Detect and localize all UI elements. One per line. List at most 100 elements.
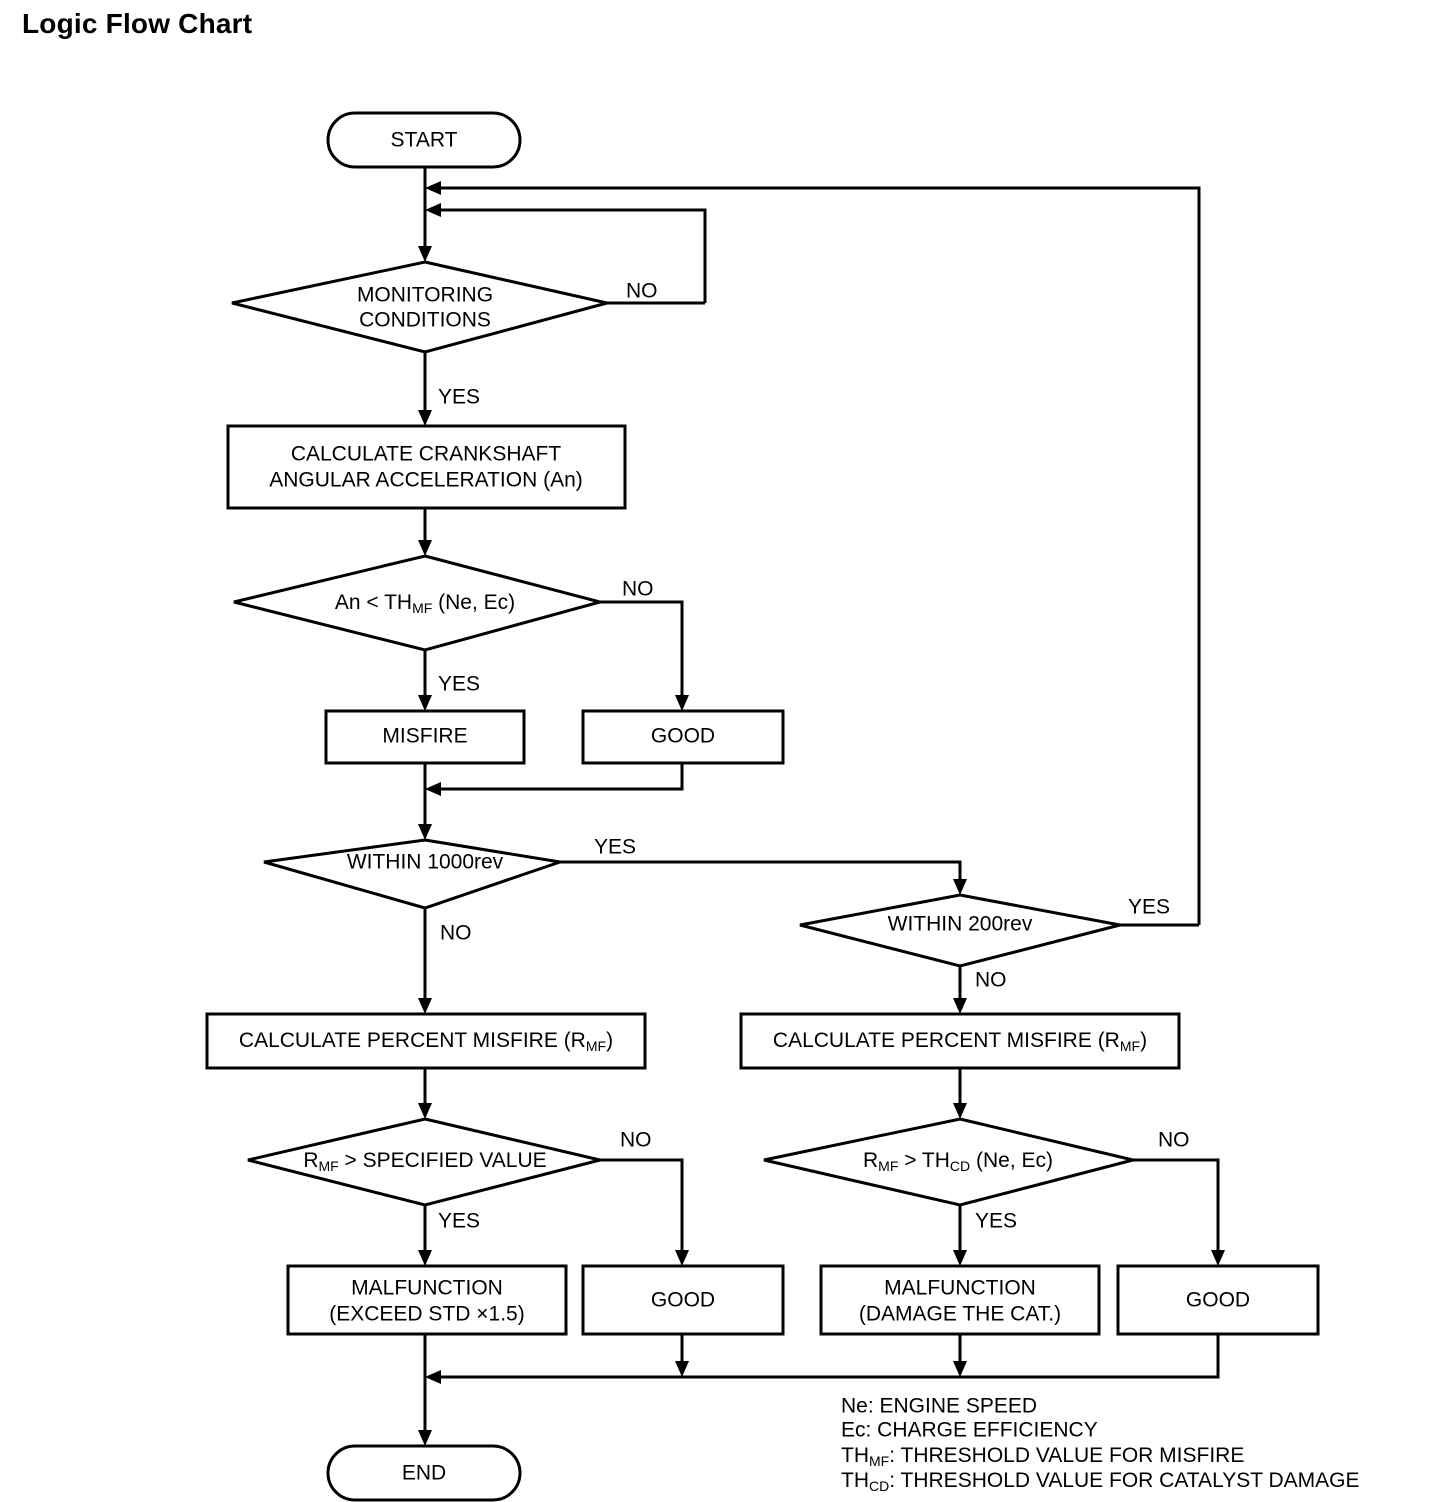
legend-thcd-sub: CD	[869, 1478, 889, 1494]
node-good-1	[581, 709, 785, 765]
calc-pct-left-sub: MF	[586, 1038, 606, 1054]
edge-good1-merge	[437, 763, 684, 791]
node-calculate-percent-misfire-left	[205, 1012, 647, 1070]
edge-monitoring-no-return	[437, 208, 707, 303]
arrowhead-rmfspec-in	[418, 1103, 432, 1119]
edge-an-no	[600, 600, 684, 700]
edge-label-rmfspec-no: NO	[620, 1129, 652, 1152]
rmf-cd-pre: R	[863, 1149, 878, 1172]
arrowhead-malfstd-in	[418, 1250, 432, 1266]
edge-within1000-yes	[560, 860, 962, 884]
arrowhead-good2-in	[675, 1250, 689, 1266]
node-malfunction-std-line1: MALFUNCTION	[351, 1277, 503, 1300]
node-monitoring-label-line1: MONITORING	[357, 284, 493, 307]
legend-thmf-post: : THRESHOLD VALUE FOR MISFIRE	[889, 1444, 1244, 1467]
arrowhead-within200-in	[953, 879, 967, 895]
node-misfire-label: MISFIRE	[382, 725, 467, 748]
legend-thmf-pre: TH	[841, 1444, 869, 1467]
edge-rmfspec-no	[600, 1158, 684, 1255]
arrowhead-return-short	[425, 203, 441, 217]
edge-label-within1000-no: NO	[440, 922, 472, 945]
edge-label-within1000-yes: YES	[594, 836, 636, 859]
rmf-spec-post: > SPECIFIED VALUE	[339, 1149, 547, 1172]
node-calculate-crankshaft	[226, 424, 627, 510]
calc-pct-left-post: )	[606, 1029, 613, 1052]
edge-label-within200-no: NO	[975, 969, 1007, 992]
node-within-200rev-label: WITHIN 200rev	[888, 913, 1033, 936]
edge-label-monitoring-no: NO	[626, 280, 658, 303]
node-an-lt-thmf-label: An < THMF (Ne, Ec)	[335, 591, 515, 616]
edge-good3-merge	[437, 1334, 1220, 1379]
calc-pct-left-pre: CALCULATE PERCENT MISFIRE (R	[239, 1029, 586, 1052]
node-rmf-gt-specified-value	[247, 1117, 601, 1207]
rmf-spec-pre: R	[303, 1149, 318, 1172]
arrowhead-malfcat-in	[953, 1250, 967, 1266]
node-within-1000rev	[263, 838, 561, 910]
node-malfunction-damage-cat	[819, 1264, 1101, 1336]
rmf-cd-mid: > TH	[898, 1149, 950, 1172]
arrowhead-misfire-in	[418, 695, 432, 711]
node-calc-pct-left-label: CALCULATE PERCENT MISFIRE (RMF)	[239, 1029, 613, 1054]
arrowhead-calcpctright-in	[953, 998, 967, 1014]
legend-line-thcd: THCD: THRESHOLD VALUE FOR CATALYST DAMAG…	[841, 1469, 1360, 1494]
node-within-1000rev-label: WITHIN 1000rev	[347, 851, 504, 874]
node-malfunction-exceed-std	[286, 1264, 568, 1336]
rmf-cd-sub: MF	[878, 1158, 898, 1174]
edge-label-rmfcd-yes: YES	[975, 1210, 1017, 1233]
an-lt-thmf-sub: MF	[412, 600, 432, 616]
an-lt-thmf-post: (Ne, Ec)	[432, 591, 515, 614]
edge-label-an-yes: YES	[438, 673, 480, 696]
rmf-cd-post: (Ne, Ec)	[970, 1149, 1053, 1172]
node-calculate-percent-misfire-right	[739, 1012, 1181, 1070]
edge-label-within200-yes: YES	[1128, 896, 1170, 919]
arrowhead-good1-in	[675, 695, 689, 711]
arrowhead-end-in	[418, 1430, 432, 1446]
calc-pct-right-post: )	[1140, 1029, 1147, 1052]
node-end	[326, 1444, 522, 1502]
edge-within200-yes-return	[437, 186, 1201, 925]
node-monitoring-conditions	[231, 260, 608, 354]
arrowhead-good3-in	[1211, 1250, 1225, 1266]
node-rmf-spec-label: RMF > SPECIFIED VALUE	[303, 1149, 546, 1174]
node-calc-crank-line2: ANGULAR ACCELERATION (An)	[269, 469, 583, 492]
node-rmf-gt-thcd	[763, 1117, 1134, 1207]
legend-line-thmf: THMF: THRESHOLD VALUE FOR MISFIRE	[841, 1444, 1244, 1469]
arrowhead-monitoring-in	[418, 246, 432, 262]
node-monitoring-label-line2: CONDITIONS	[359, 309, 491, 332]
edge-rmfcd-no	[1133, 1158, 1220, 1255]
node-calc-crank-line1: CALCULATE CRANKSHAFT	[291, 443, 561, 466]
an-lt-thmf-pre: An < TH	[335, 591, 412, 614]
node-calc-pct-right-label: CALCULATE PERCENT MISFIRE (RMF)	[773, 1029, 1147, 1054]
node-start	[326, 111, 522, 169]
node-malfunction-cat-line1: MALFUNCTION	[884, 1277, 1036, 1300]
legend-thcd-pre: TH	[841, 1469, 869, 1492]
node-malfunction-std-line2: (EXCEED STD ×1.5)	[329, 1303, 524, 1326]
node-start-label: START	[391, 129, 458, 152]
calc-pct-right-sub: MF	[1120, 1038, 1140, 1054]
node-good-3	[1116, 1264, 1320, 1336]
legend-thmf-sub: MF	[869, 1453, 889, 1469]
arrowhead-good2-merge	[675, 1361, 689, 1377]
edge-label-rmfcd-no: NO	[1158, 1129, 1190, 1152]
page-title: Logic Flow Chart	[22, 8, 253, 39]
node-malfunction-cat-line2: (DAMAGE THE CAT.)	[859, 1303, 1061, 1326]
arrowhead-bottom-merge	[425, 1370, 441, 1384]
edge-label-an-no: NO	[622, 578, 654, 601]
calc-pct-right-pre: CALCULATE PERCENT MISFIRE (R	[773, 1029, 1120, 1052]
rmf-cd-sub2: CD	[950, 1158, 970, 1174]
node-misfire	[324, 709, 526, 765]
legend-line-ne: Ne: ENGINE SPEED	[841, 1395, 1037, 1418]
node-good-2	[581, 1264, 785, 1336]
legend-thcd-post: : THRESHOLD VALUE FOR CATALYST DAMAGE	[889, 1469, 1359, 1492]
node-end-label: END	[402, 1462, 446, 1485]
arrowhead-malfcat-merge	[953, 1361, 967, 1377]
edge-label-rmfspec-yes: YES	[438, 1210, 480, 1233]
node-good-2-label: GOOD	[651, 1289, 715, 1312]
arrowhead-an-in	[418, 540, 432, 556]
node-an-lt-thmf	[233, 554, 606, 652]
legend-line-ec: Ec: CHARGE EFFICIENCY	[841, 1419, 1098, 1442]
arrowhead-merge-misfire	[425, 782, 441, 796]
arrowhead-calcpctleft-in	[418, 998, 432, 1014]
arrowhead-return-long	[425, 181, 441, 195]
